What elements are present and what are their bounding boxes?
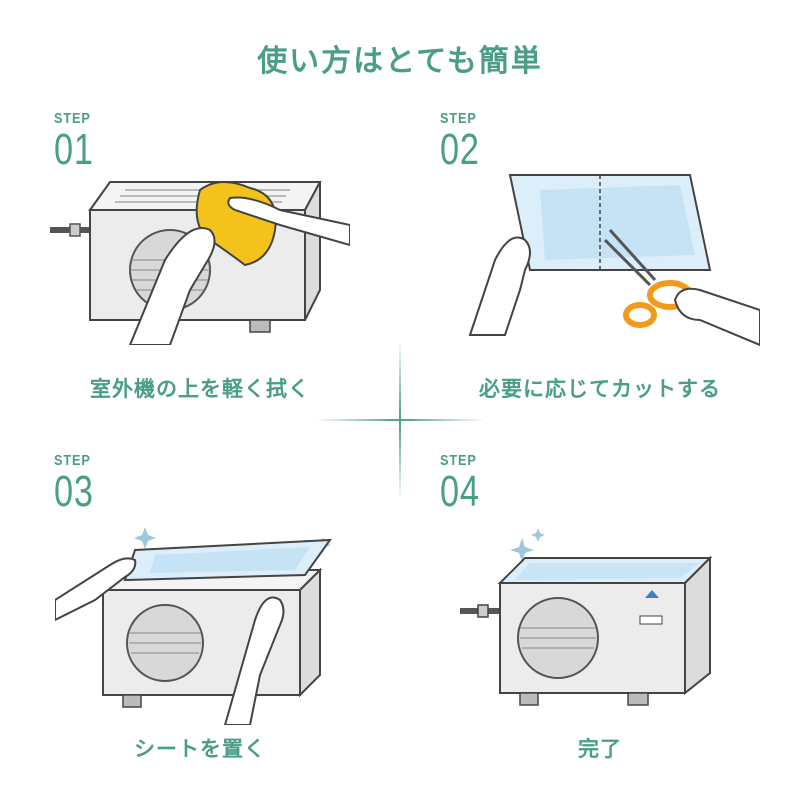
step-01-number: 01 xyxy=(54,125,94,174)
step-02-illustration xyxy=(468,174,760,347)
step-04-illustration xyxy=(460,528,713,706)
step-01-label: STEP xyxy=(54,110,91,127)
step-01-illustration xyxy=(50,181,350,345)
step-03-number: 03 xyxy=(54,467,94,516)
step-02-caption: 必要に応じてカットする xyxy=(479,377,721,401)
step-04-caption: 完了 xyxy=(578,737,622,761)
divider-horizontal xyxy=(315,419,485,421)
step-02-label: STEP xyxy=(440,110,477,127)
step-01-caption: 室外機の上を軽く拭く xyxy=(90,377,310,401)
step-02-number: 02 xyxy=(440,125,480,174)
step-03-illustration xyxy=(55,527,333,725)
step-03-caption: シートを置く xyxy=(134,737,266,761)
page-title: 使い方はとても簡単 xyxy=(257,44,543,79)
step-04-label: STEP xyxy=(440,452,477,469)
step-04-number: 04 xyxy=(440,467,480,516)
step-03-label: STEP xyxy=(54,452,91,469)
